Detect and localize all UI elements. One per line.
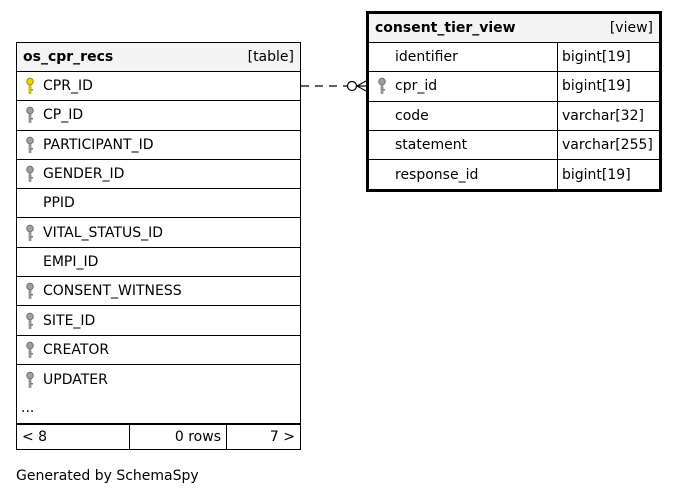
foreign-key-icon — [17, 336, 43, 364]
column-type: varchar[32] — [562, 107, 644, 124]
foreign-key-icon — [17, 365, 43, 394]
column-name: CONSENT_WITNESS — [43, 283, 182, 300]
no-key-cell — [369, 102, 395, 130]
column-row[interactable]: EMPI_ID — [17, 248, 300, 278]
column-type: bigint[19] — [562, 166, 631, 183]
table-header[interactable]: os_cpr_recs [table] — [17, 43, 300, 72]
column-name: statement — [395, 130, 558, 160]
column-name: EMPI_ID — [43, 253, 99, 270]
no-key-cell — [369, 43, 395, 71]
column-name: CPR_ID — [43, 78, 93, 95]
column-name: cpr_id — [395, 72, 558, 101]
foreign-key-icon — [17, 101, 43, 129]
column-row[interactable]: VITAL_STATUS_ID — [17, 218, 300, 248]
table-name: os_cpr_recs — [23, 49, 114, 65]
parents-count-link[interactable]: < 8 — [17, 424, 130, 449]
column-row[interactable]: PPID — [17, 189, 300, 219]
table-footer: < 8 0 rows 7 > — [17, 423, 300, 449]
more-columns-row: ... — [17, 394, 300, 424]
column-name: SITE_ID — [43, 312, 96, 329]
table-name: consent_tier_view — [375, 20, 516, 36]
no-key-cell — [369, 131, 395, 159]
column-type: bigint[19] — [562, 49, 631, 66]
table-kind: [view] — [609, 20, 653, 36]
row-count: 0 rows — [130, 424, 227, 449]
column-row[interactable]: UPDATER — [17, 365, 300, 394]
column-name: code — [395, 101, 558, 130]
column-row[interactable]: CPR_ID — [17, 72, 300, 102]
column-name: identifier — [395, 43, 558, 72]
column-type: bigint[19] — [562, 78, 631, 95]
generated-by-label: Generated by SchemaSpy — [16, 468, 199, 484]
column-row[interactable]: CREATOR — [17, 336, 300, 365]
table-kind: [table] — [247, 49, 294, 65]
primary-key-icon — [17, 72, 43, 100]
column-type: varchar[255] — [562, 137, 653, 154]
zero-cardinality-marker — [346, 80, 358, 92]
foreign-key-icon — [369, 72, 395, 100]
foreign-key-icon — [17, 218, 43, 246]
column-row[interactable]: CP_ID — [17, 101, 300, 131]
column-name: VITAL_STATUS_ID — [43, 224, 163, 241]
column-name: PARTICIPANT_ID — [43, 136, 154, 153]
no-key-cell — [369, 160, 395, 189]
foreign-key-icon — [17, 277, 43, 305]
column-name: CP_ID — [43, 107, 84, 124]
column-name: CREATOR — [43, 341, 110, 358]
no-key-cell — [17, 189, 43, 217]
table-header[interactable]: consent_tier_view [view] — [369, 14, 659, 43]
foreign-key-icon — [17, 306, 43, 334]
column-row[interactable]: CONSENT_WITNESS — [17, 277, 300, 307]
foreign-key-icon — [17, 131, 43, 159]
no-key-cell — [17, 248, 43, 276]
crow-foot-lower — [356, 85, 367, 92]
ellipsis: ... — [21, 400, 35, 417]
children-count-link[interactable]: 7 > — [269, 428, 295, 445]
column-name: response_id — [395, 160, 558, 190]
foreign-key-icon — [17, 160, 43, 188]
column-row[interactable]: SITE_ID — [17, 306, 300, 336]
column-name: PPID — [43, 195, 75, 212]
os-cpr-recs-table[interactable]: os_cpr_recs [table] CPR_ID CP_ID PARTICIPA… — [16, 42, 301, 450]
column-row[interactable]: GENDER_ID — [17, 160, 300, 190]
column-name: GENDER_ID — [43, 166, 125, 183]
crow-foot-upper — [356, 80, 367, 87]
column-name: UPDATER — [43, 371, 108, 388]
column-row[interactable]: PARTICIPANT_ID — [17, 131, 300, 160]
